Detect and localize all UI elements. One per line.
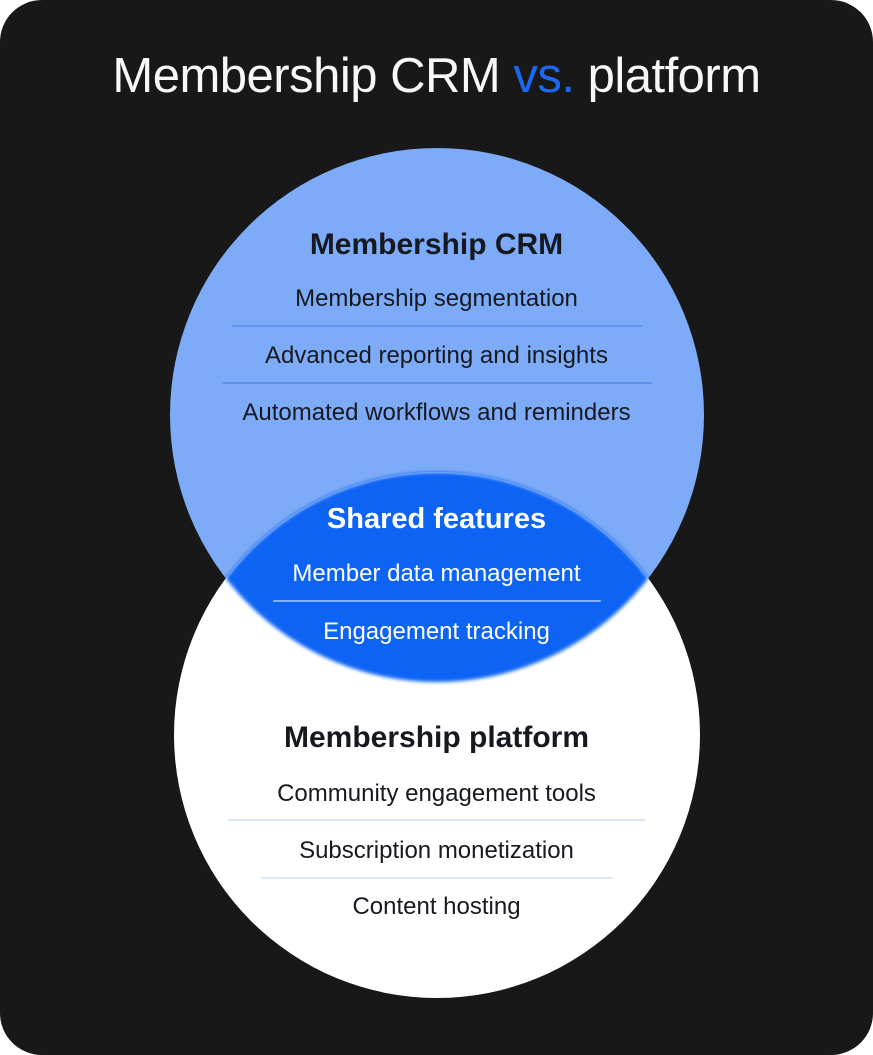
shared-heading: Shared features — [326, 503, 547, 535]
crm-item: Automated workflows and reminders — [242, 399, 631, 426]
platform-item: Content hosting — [352, 893, 521, 920]
platform-item: Subscription monetization — [299, 837, 574, 864]
separator — [222, 382, 652, 384]
separator — [261, 877, 613, 879]
title-suffix: platform — [574, 49, 762, 103]
crm-item: Membership segmentation — [295, 285, 578, 312]
title-accent: vs. — [513, 49, 575, 103]
page-title: Membership CRM vs. platform — [0, 48, 873, 104]
shared-lens — [174, 472, 700, 682]
separator — [273, 600, 601, 602]
platform-heading: Membership platform — [283, 721, 590, 754]
separator — [228, 819, 646, 821]
crm-item: Advanced reporting and insights — [265, 342, 608, 369]
separator — [232, 325, 642, 327]
title-prefix: Membership CRM — [112, 49, 514, 103]
shared-item: Member data management — [292, 560, 581, 587]
shared-item: Engagement tracking — [323, 618, 550, 645]
platform-item: Community engagement tools — [277, 780, 596, 807]
crm-heading: Membership CRM — [309, 228, 564, 261]
